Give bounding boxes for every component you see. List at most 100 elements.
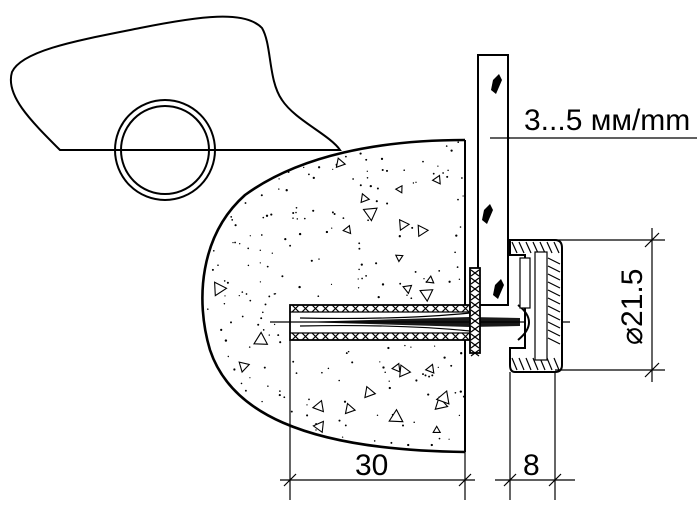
concrete-aggregate [214,281,228,297]
hatch-line [547,305,561,313]
concrete-speck [454,251,456,254]
concrete-speck [358,242,361,245]
hatch-line [511,241,518,254]
concrete-speck [259,170,262,174]
concrete-speck [259,262,261,264]
concrete-speck [461,177,463,179]
concrete-speck [382,366,385,369]
wall-section [199,138,468,454]
hatch-line [321,304,330,313]
hatch-line [331,332,340,341]
concrete-speck [207,308,209,310]
concrete-speck [358,140,361,142]
wall-outline [201,138,466,454]
concrete-aggregate [394,184,403,194]
hatch-line [371,332,380,341]
hatch-line [311,304,320,313]
concrete-speck [241,291,244,293]
glass-mark-1 [491,74,502,94]
concrete-speck [366,170,368,172]
hatch-line [546,357,553,371]
hatch-line [381,304,390,313]
concrete-speck [223,302,226,305]
glass-mark-2 [482,204,493,224]
hatch-line [547,281,561,289]
overview-outline [9,15,342,151]
concrete-speck [422,373,424,376]
concrete-speck [447,169,449,172]
concrete-speck [259,249,262,252]
hatch-line [451,332,460,341]
hatch-line [532,357,539,371]
concrete-speck [283,145,287,148]
concrete-speck [292,360,295,363]
concrete-aggregate [432,425,442,433]
concrete-speck [446,175,449,178]
concrete-speck [304,217,306,220]
glass-thickness-label: 3...5 мм/mm [524,104,690,137]
glass-panel [477,54,509,306]
concrete-speck [244,186,246,188]
hatch-line [411,332,420,341]
concrete-speck [330,283,333,285]
hatch-line [431,304,440,313]
hatch-line [518,357,525,371]
concrete-speck [222,205,224,207]
concrete-speck [385,169,389,172]
concrete-speck [292,217,294,219]
sleeve-hatch-top [291,304,470,313]
concrete-speck [413,421,415,424]
hatch-line [470,341,480,349]
hatch-line [547,257,561,265]
concrete-speck [375,200,378,203]
concrete-speck [438,437,441,440]
concrete-speck [352,178,354,180]
concrete-speck [457,198,459,201]
concrete-speck [360,263,363,266]
concrete-speck [345,352,348,355]
concrete-speck [414,270,417,273]
concrete-aggregate [399,364,412,378]
dimension-cap-height: 8 [495,372,575,500]
concrete-speck [466,283,468,285]
concrete-speck [359,152,362,155]
concrete-speck [279,390,281,392]
concrete-speck [375,262,378,265]
concrete-speck [310,141,314,144]
concrete-aggregate [360,192,371,204]
concrete-speck [388,380,390,382]
sleeve-hatch-bottom [291,332,470,341]
concrete-speck [249,235,251,237]
concrete-speck [199,281,201,283]
concrete-speck [244,202,247,204]
concrete-aggregate [253,331,269,345]
concrete-speck [203,388,205,391]
concrete-speck [458,278,461,281]
concrete-speck [462,195,464,197]
concrete-speck [377,295,380,299]
concrete-speck [361,277,363,280]
concrete-speck [379,140,382,142]
concrete-aggregate [311,399,325,413]
concrete-speck [348,146,351,149]
concrete-speck [260,234,263,236]
concrete-speck [230,216,233,218]
anchor-sleeve [270,304,570,341]
concrete-speck [212,249,215,252]
concrete-speck [262,216,265,219]
concrete-speck [296,218,299,220]
hatch-line [421,332,430,341]
concrete-speck [450,364,453,367]
hatch-line [547,337,561,345]
cap-diameter-label: ⌀21.5 [616,269,649,345]
concrete-speck [438,270,441,272]
concrete-speck [358,268,360,271]
concrete-speck [357,278,359,280]
concrete-speck [422,160,424,163]
concrete-speck [365,158,368,161]
hatch-line [421,304,430,313]
concrete-speck [227,355,230,358]
concrete-speck [278,394,281,397]
hatch-line [470,317,480,325]
